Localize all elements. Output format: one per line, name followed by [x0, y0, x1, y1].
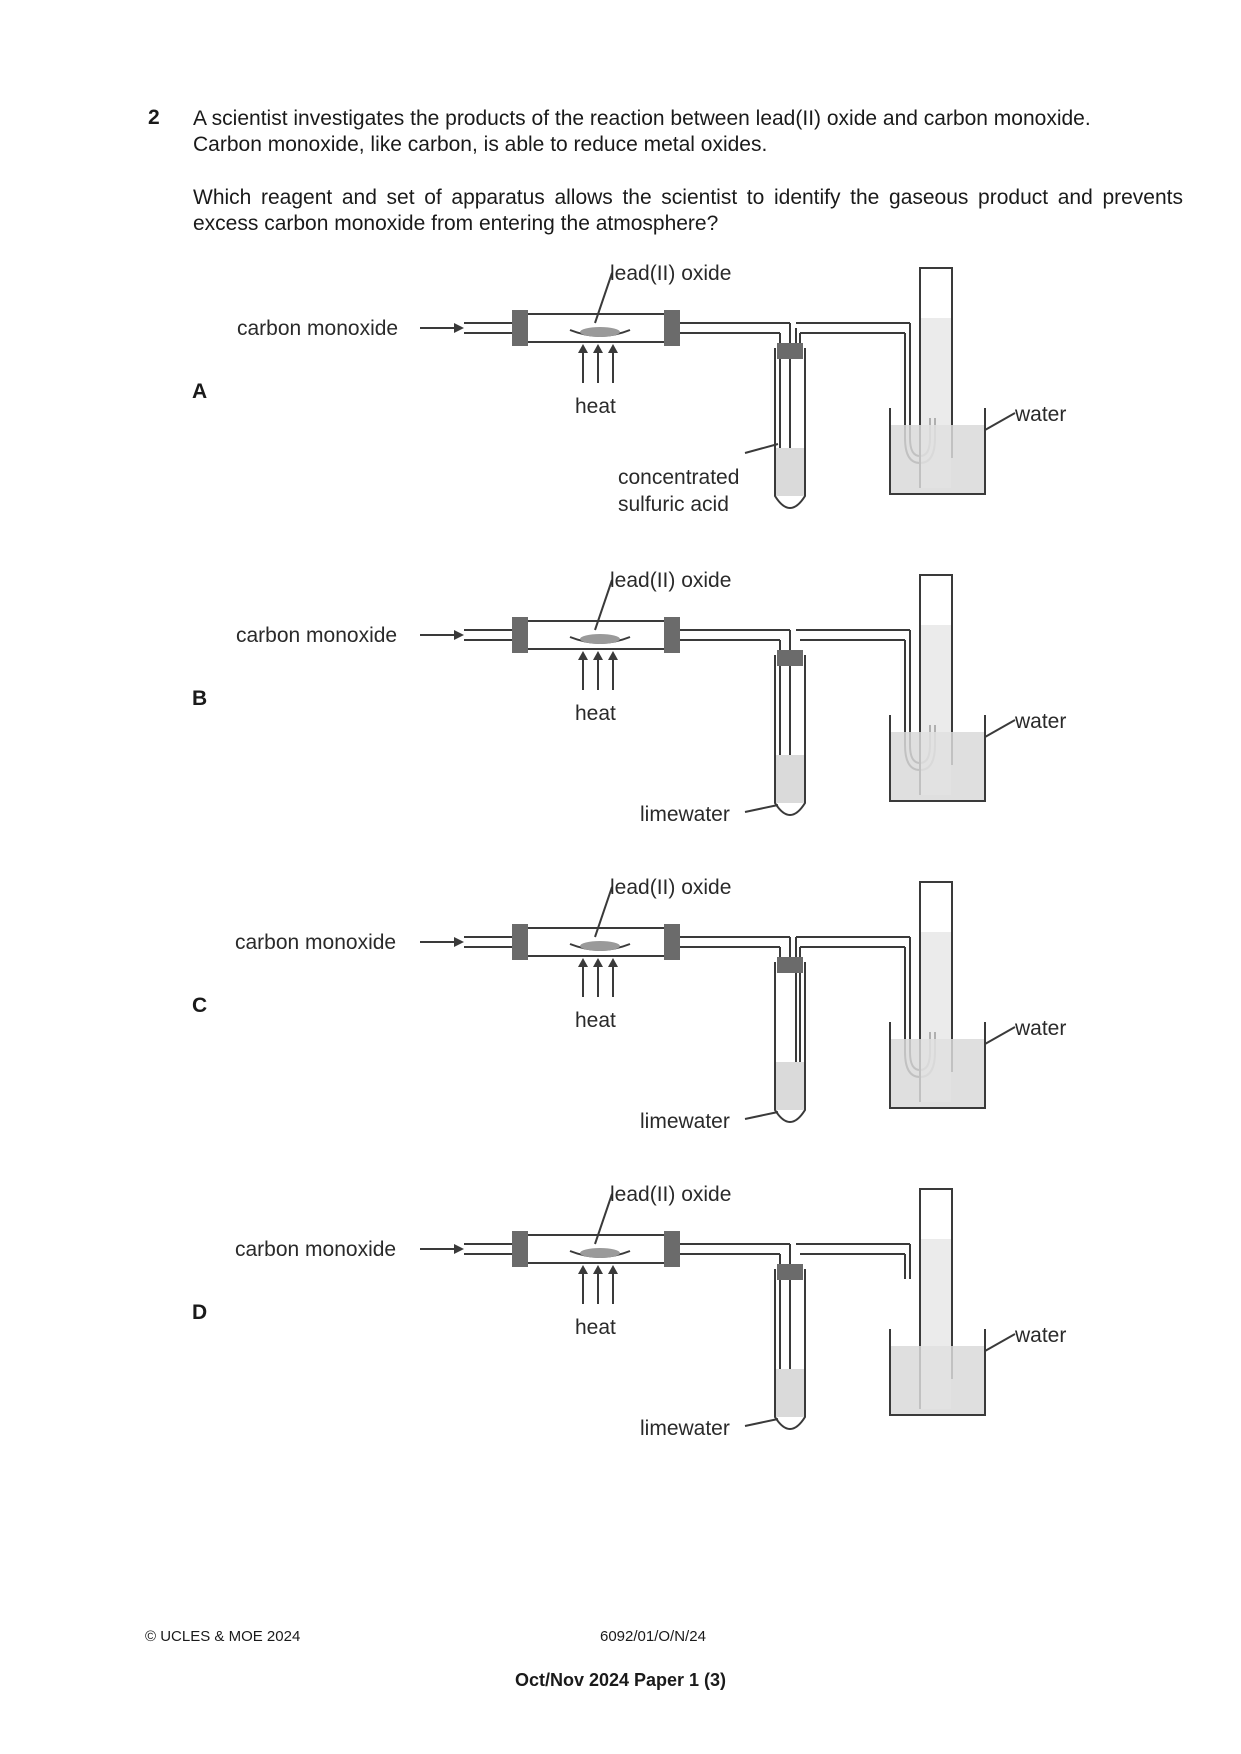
reagent-label-line2: sulfuric acid	[618, 493, 729, 516]
option-b-diagram: B lead(II) o	[0, 565, 1241, 845]
reagent-label-line1: concentrated	[618, 466, 739, 489]
option-letter: A	[192, 380, 208, 403]
option-a-diagram: A	[0, 258, 1241, 538]
inlet-label: carbon monoxide	[235, 931, 396, 954]
water-label: water	[1014, 1324, 1066, 1347]
water-label: water	[1014, 403, 1066, 426]
question-number: 2	[148, 106, 160, 129]
water-label: water	[1014, 710, 1066, 733]
solid-label: lead(II) oxide	[610, 569, 731, 592]
inlet-label: carbon monoxide	[235, 1238, 396, 1261]
heat-label: heat	[575, 395, 616, 418]
solid-label: lead(II) oxide	[610, 1183, 731, 1206]
option-letter: B	[192, 687, 208, 710]
option-c-diagram: C	[0, 872, 1241, 1152]
reagent-label: limewater	[640, 1110, 730, 1133]
question-line-1: A scientist investigates the products of…	[193, 107, 1091, 130]
option-d-diagram: D lead(II) oxide carbo	[0, 1179, 1241, 1459]
question-line-2: Carbon monoxide, like carbon, is able to…	[193, 133, 768, 156]
heat-label: heat	[575, 1009, 616, 1032]
heat-label: heat	[575, 702, 616, 725]
paper-code: 6092/01/O/N/24	[600, 1628, 706, 1645]
inlet-label: carbon monoxide	[236, 624, 397, 647]
session-stamp: Oct/Nov 2024 Paper 1 (3)	[514, 1670, 727, 1690]
question-intro: A scientist investigates the products of…	[193, 106, 1183, 158]
reagent-label: limewater	[640, 803, 730, 826]
reagent-label: limewater	[640, 1417, 730, 1440]
option-letter: C	[192, 994, 208, 1017]
water-label: water	[1014, 1017, 1066, 1040]
solid-label: lead(II) oxide	[610, 876, 731, 899]
option-letter: D	[192, 1301, 208, 1324]
solid-label: lead(II) oxide	[610, 262, 731, 285]
inlet-label: carbon monoxide	[237, 317, 398, 340]
copyright: © UCLES & MOE 2024	[145, 1628, 301, 1645]
question-prompt: Which reagent and set of apparatus allow…	[193, 186, 1183, 235]
heat-label: heat	[575, 1316, 616, 1339]
